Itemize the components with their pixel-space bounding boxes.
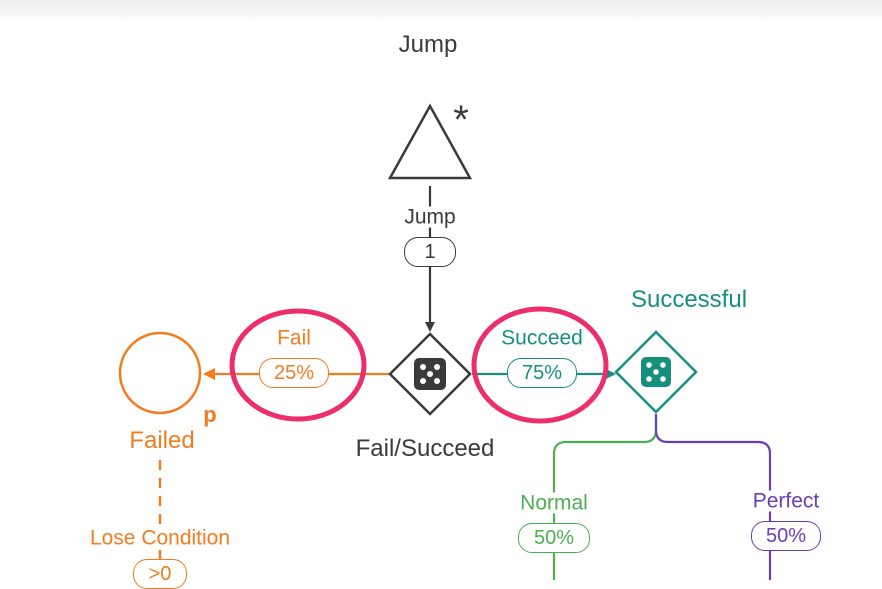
fail-edge-highlight [229, 308, 367, 422]
diagram-title: Jump [398, 31, 458, 58]
normal-edge-line [552, 414, 658, 580]
failed-node-marker: p [203, 402, 217, 427]
lose-condition-value[interactable]: >0 [133, 559, 187, 589]
perfect-edge-label: Perfect [750, 489, 822, 513]
jump-edge-label: Jump [402, 205, 458, 229]
succeed-edge-label: Succeed [501, 326, 583, 350]
start-node-marker: * [453, 98, 469, 142]
start-triangle-node[interactable] [387, 103, 473, 180]
lose-condition-label: Lose Condition [87, 526, 233, 550]
succeed-edge-value[interactable]: 75% [507, 358, 577, 388]
failed-node-label: Failed [129, 427, 195, 454]
normal-edge-value[interactable]: 50% [518, 523, 590, 553]
successful-node-label: Successful [630, 286, 748, 313]
fail-edge-label: Fail [277, 326, 311, 350]
perfect-edge-line [654, 414, 772, 580]
succeed-edge-highlight [471, 306, 609, 424]
failed-pool-node[interactable] [118, 331, 202, 415]
normal-edge-label: Normal [518, 491, 590, 515]
fail-edge-value[interactable]: 25% [259, 358, 329, 388]
perfect-edge-value[interactable]: 50% [751, 521, 821, 551]
jump-edge-value[interactable]: 1 [404, 237, 456, 267]
fail-succeed-label: Fail/Succeed [355, 435, 495, 462]
top-bar [0, 0, 882, 22]
